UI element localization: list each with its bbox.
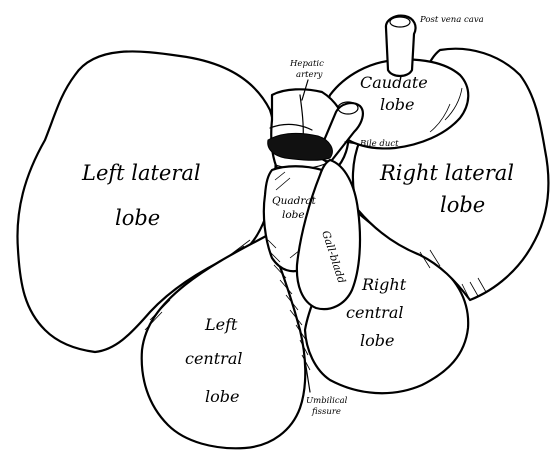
label-hepatic-artery-2: artery [296, 70, 323, 80]
label-left-central-1: Left [204, 315, 238, 334]
label-caudate-2: lobe [380, 95, 414, 114]
label-right-lateral-1: Right lateral [379, 161, 514, 185]
label-left-lateral-1: Left lateral [81, 161, 201, 185]
label-quadrate-1: Quadrat [272, 195, 317, 207]
label-bile-duct: Bile duct [359, 139, 399, 149]
label-left-central-2: central [185, 349, 242, 368]
label-caudate-1: Caudate [360, 73, 428, 92]
label-right-central-1: Right [361, 275, 407, 294]
label-umbilical-1: Umbilical [306, 396, 348, 406]
label-right-central-2: central [346, 303, 403, 322]
label-right-lateral-2: lobe [440, 193, 485, 217]
label-left-central-3: lobe [205, 387, 239, 406]
label-post-vena-cava: Post vena cava [419, 15, 484, 25]
label-right-central-3: lobe [360, 331, 394, 350]
label-umbilical-2: fissure [311, 407, 341, 417]
label-quadrate-2: lobe [282, 209, 305, 221]
label-left-lateral-2: lobe [115, 206, 160, 230]
label-hepatic-artery-1: Hepatic [289, 59, 324, 69]
post-vena-cava [386, 16, 416, 76]
